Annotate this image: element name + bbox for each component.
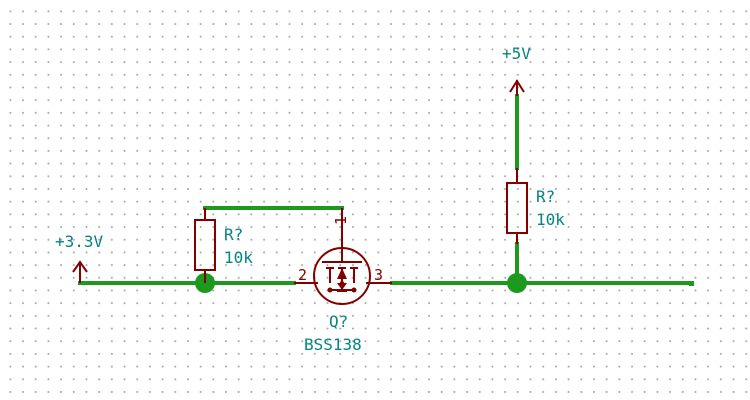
mosfet-q1-value: BSS138	[304, 335, 362, 354]
power-label-5v: +5V	[502, 44, 531, 63]
resistor-r1-value: 10k	[224, 248, 253, 267]
resistor-r1-ref: R?	[224, 225, 243, 244]
pin-number-source: 2	[298, 266, 307, 284]
resistor-r1[interactable]: R? 10k	[194, 208, 253, 283]
pin-number-gate: 1	[332, 216, 350, 225]
resistor-body-icon	[194, 219, 216, 271]
power-arrow-icon	[509, 79, 525, 93]
wire-end-marker	[689, 281, 694, 286]
resistor-body-icon	[506, 182, 528, 234]
power-symbol-3v3[interactable]: +3.3V	[55, 232, 104, 283]
wire-group	[78, 94, 694, 286]
resistor-r2[interactable]: R? 10k	[506, 168, 565, 244]
resistor-r2-ref: R?	[536, 187, 555, 206]
power-label-3v3: +3.3V	[55, 232, 104, 251]
mosfet-symbol-icon	[313, 247, 371, 305]
mosfet-q1[interactable]: 1 2 3 Q? BSS138	[294, 208, 392, 354]
power-symbol-5v[interactable]: +5V	[502, 44, 531, 96]
power-arrow-icon	[72, 260, 88, 273]
resistor-r2-value: 10k	[536, 210, 565, 229]
junction-drain	[507, 273, 527, 293]
mosfet-q1-ref: Q?	[329, 312, 348, 331]
pin-number-drain: 3	[374, 266, 383, 284]
